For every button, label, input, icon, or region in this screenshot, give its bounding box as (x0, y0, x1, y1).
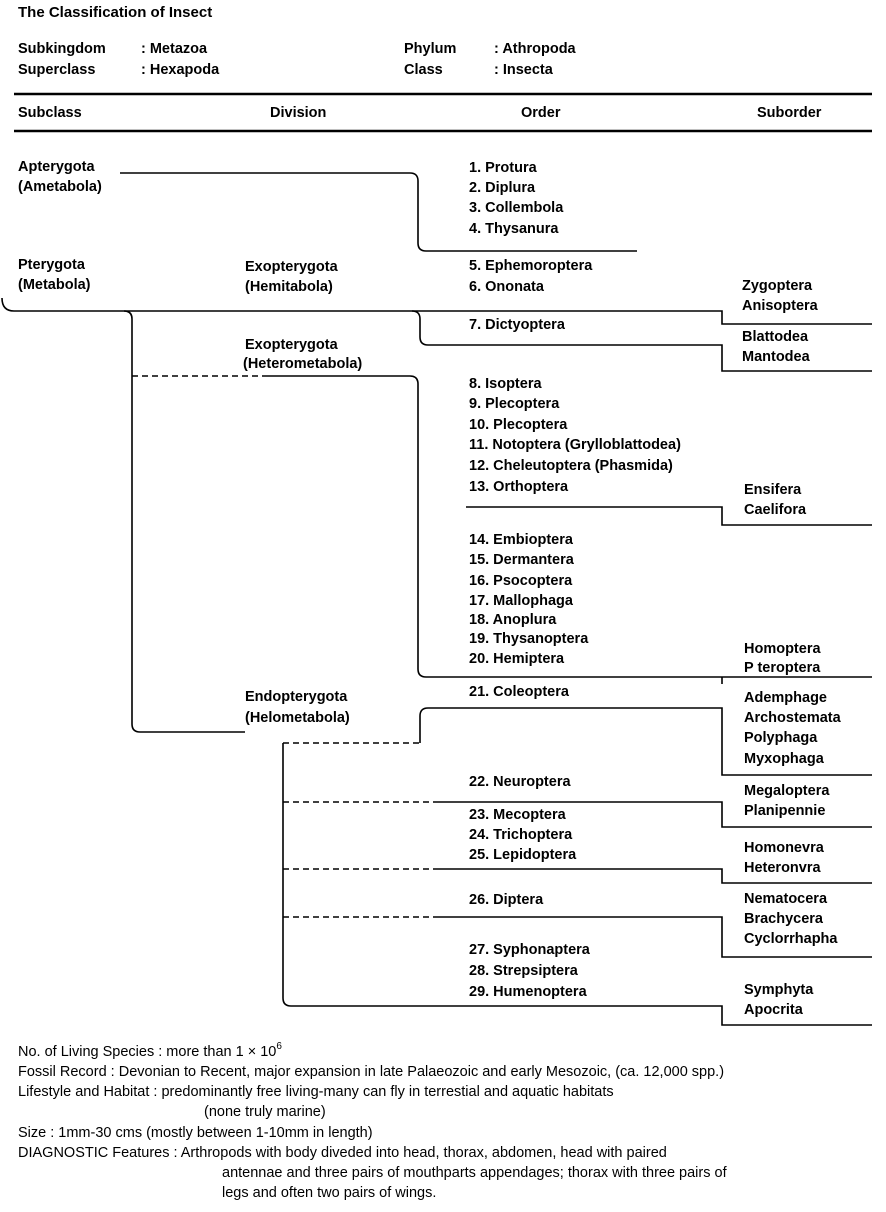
suborder-item: Homoptera (744, 641, 821, 657)
order-item: 15. Dermantera (469, 552, 574, 568)
order-item: 14. Embioptera (469, 532, 573, 548)
order-item: 2. Diplura (469, 180, 536, 196)
class-label: Class (404, 62, 443, 78)
order-item: 7. Dictyoptera (469, 317, 565, 333)
subkingdom-label: Subkingdom (18, 41, 106, 57)
order-item: 22. Neuroptera (469, 774, 571, 790)
division-name: Endopterygota (245, 689, 348, 705)
subclass-alt: (Ametabola) (18, 179, 102, 195)
order-item: 9. Plecoptera (469, 396, 560, 412)
suborder-item: Heteronvra (744, 860, 821, 876)
suborder-item: Apocrita (744, 1002, 803, 1018)
division-alt: (Heterometabola) (243, 356, 363, 372)
diagnostic-note-3: legs and often two pairs of wings. (222, 1185, 437, 1201)
order-item: 29. Humenoptera (469, 984, 587, 1000)
suborder-item: Symphyta (744, 982, 814, 998)
division-name: Exopterygota (245, 337, 338, 353)
superclass-value: : Hexapoda (141, 62, 220, 78)
suborder-item: Mantodea (742, 349, 810, 365)
order-item: 18. Anoplura (469, 612, 557, 628)
order-item: 16. Psocoptera (469, 573, 573, 589)
subclass-name: Apterygota (18, 159, 95, 175)
page-title: The Classification of Insect (18, 4, 213, 21)
header-division: Division (270, 105, 327, 121)
suborder-item: Ensifera (744, 482, 802, 498)
header-subclass: Subclass (18, 105, 82, 121)
phylum-label: Phylum (404, 41, 457, 57)
order-item: 3. Collembola (469, 200, 564, 216)
division-alt: (Hemitabola) (245, 279, 333, 295)
order-item: 20. Hemiptera (469, 651, 565, 667)
fossil-note: Fossil Record : Devonian to Recent, majo… (18, 1064, 725, 1080)
order-item: 11. Notoptera (Grylloblattodea) (469, 437, 681, 453)
suborder-item: Nematocera (744, 891, 828, 907)
header-order: Order (521, 105, 561, 121)
order-item: 17. Mallophaga (469, 593, 573, 609)
suborder-item: Polyphaga (744, 730, 818, 746)
division-alt: (Helometabola) (245, 710, 350, 726)
subclass-name: Pterygota (18, 257, 85, 273)
order-item: 24. Trichoptera (469, 827, 573, 843)
suborder-item: Planipennie (744, 803, 826, 819)
lifestyle-note-2: (none truly marine) (204, 1104, 326, 1120)
subclass-alt: (Metabola) (18, 277, 91, 293)
division-name: Exopterygota (245, 259, 338, 275)
order-item: 23. Mecoptera (469, 807, 566, 823)
superclass-label: Superclass (18, 62, 96, 78)
order-item: 10. Plecoptera (469, 417, 568, 433)
suborder-item: P teroptera (744, 660, 821, 676)
order-item: 8. Isoptera (469, 376, 542, 392)
suborder-item: Archostemata (744, 710, 841, 726)
species-text: No. of Living Species : more than 1 × 10 (18, 1044, 277, 1060)
order-item: 5. Ephemoroptera (469, 258, 593, 274)
suborder-item: Anisoptera (742, 298, 818, 314)
order-item: 12. Cheleutoptera (Phasmida) (469, 458, 673, 474)
lifestyle-note: Lifestyle and Habitat : predominantly fr… (18, 1084, 614, 1100)
header-suborder: Suborder (757, 105, 822, 121)
order-item: 27. Syphonaptera (469, 942, 590, 958)
suborder-item: Cyclorrhapha (744, 931, 838, 947)
size-note: Size : 1mm-30 cms (mostly between 1-10mm… (18, 1125, 373, 1141)
suborder-item: Homonevra (744, 840, 824, 856)
suborder-item: Zygoptera (742, 278, 813, 294)
order-item: 1. Protura (469, 160, 537, 176)
species-exponent: 6 (276, 1041, 282, 1052)
species-note: No. of Living Species : more than 1 × 10… (18, 1042, 282, 1060)
diagnostic-note-1: DIAGNOSTIC Features : Arthropods with bo… (18, 1145, 667, 1161)
order-item: 25. Lepidoptera (469, 847, 577, 863)
suborder-item: Brachycera (744, 911, 823, 927)
subkingdom-value: : Metazoa (141, 41, 208, 57)
order-item: 26. Diptera (469, 892, 544, 908)
suborder-item: Caelifora (744, 502, 807, 518)
order-item: 19. Thysanoptera (469, 631, 589, 647)
suborder-item: Blattodea (742, 329, 809, 345)
order-item: 13. Orthoptera (469, 479, 569, 495)
order-item: 28. Strepsiptera (469, 963, 578, 979)
order-item: 21. Coleoptera (469, 684, 569, 700)
class-value: : Insecta (494, 62, 553, 78)
suborder-item: Megaloptera (744, 783, 830, 799)
suborder-item: Myxophaga (744, 751, 824, 767)
suborder-item: Ademphage (744, 690, 827, 706)
phylum-value: : Athropoda (494, 41, 576, 57)
diagnostic-note-2: antennae and three pairs of mouthparts a… (222, 1165, 727, 1181)
order-item: 6. Ononata (469, 279, 544, 295)
order-item: 4. Thysanura (469, 221, 559, 237)
